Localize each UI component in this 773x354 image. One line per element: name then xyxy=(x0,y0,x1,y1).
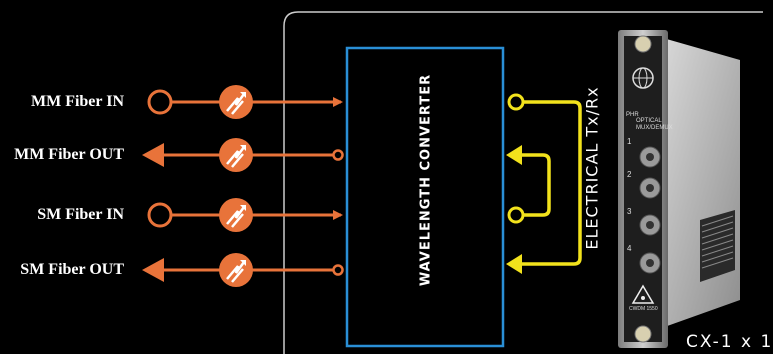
module-brand-text: PHR xyxy=(626,112,639,118)
sm-fiber-in-label: SM Fiber IN xyxy=(37,206,124,223)
module-bottom-text: CWDM 1550 xyxy=(629,306,658,312)
module-caption: OPTICAL MUX/DEMUX xyxy=(636,118,673,131)
amplifier-icon xyxy=(219,198,253,232)
laser-warning-icon xyxy=(631,284,655,304)
electrical-txrx-label: ELECTRICAL Tx/Rx xyxy=(582,86,602,250)
port-connector xyxy=(639,146,661,168)
port-number: 1 xyxy=(627,137,632,146)
electrical-loop-inner xyxy=(506,145,551,224)
mm-fiber-in-line xyxy=(147,89,343,115)
wavelength-converter-label: WAVELENGTH CONVERTER xyxy=(418,73,434,287)
mm-out-port xyxy=(332,149,344,161)
port-number: 4 xyxy=(627,244,632,253)
amplifier-icon xyxy=(219,138,253,172)
port-connector xyxy=(639,177,661,199)
wavelength-converter-box xyxy=(345,46,505,348)
sm-fiber-out-label: SM Fiber OUT xyxy=(20,261,124,278)
amplifier-icon xyxy=(219,85,253,119)
sm-fiber-in-line xyxy=(147,202,343,228)
cwdm-module-image xyxy=(618,30,740,348)
sm-in-port xyxy=(147,202,173,228)
globe-logo-icon xyxy=(632,67,654,89)
mm-fiber-out-label: MM Fiber OUT xyxy=(14,146,124,163)
mm-fiber-in-label: MM Fiber IN xyxy=(30,93,124,110)
model-label: CX-1 x 1 xyxy=(686,332,773,352)
electrical-loop-outer xyxy=(506,93,582,274)
amplifier-icon xyxy=(219,253,253,287)
panel-frame xyxy=(283,11,763,354)
port-number: 2 xyxy=(627,170,632,179)
port-number: 3 xyxy=(627,207,632,216)
port-connector xyxy=(639,252,661,274)
port-connector xyxy=(639,214,661,236)
mm-in-port xyxy=(147,89,173,115)
sm-out-port xyxy=(332,264,344,276)
